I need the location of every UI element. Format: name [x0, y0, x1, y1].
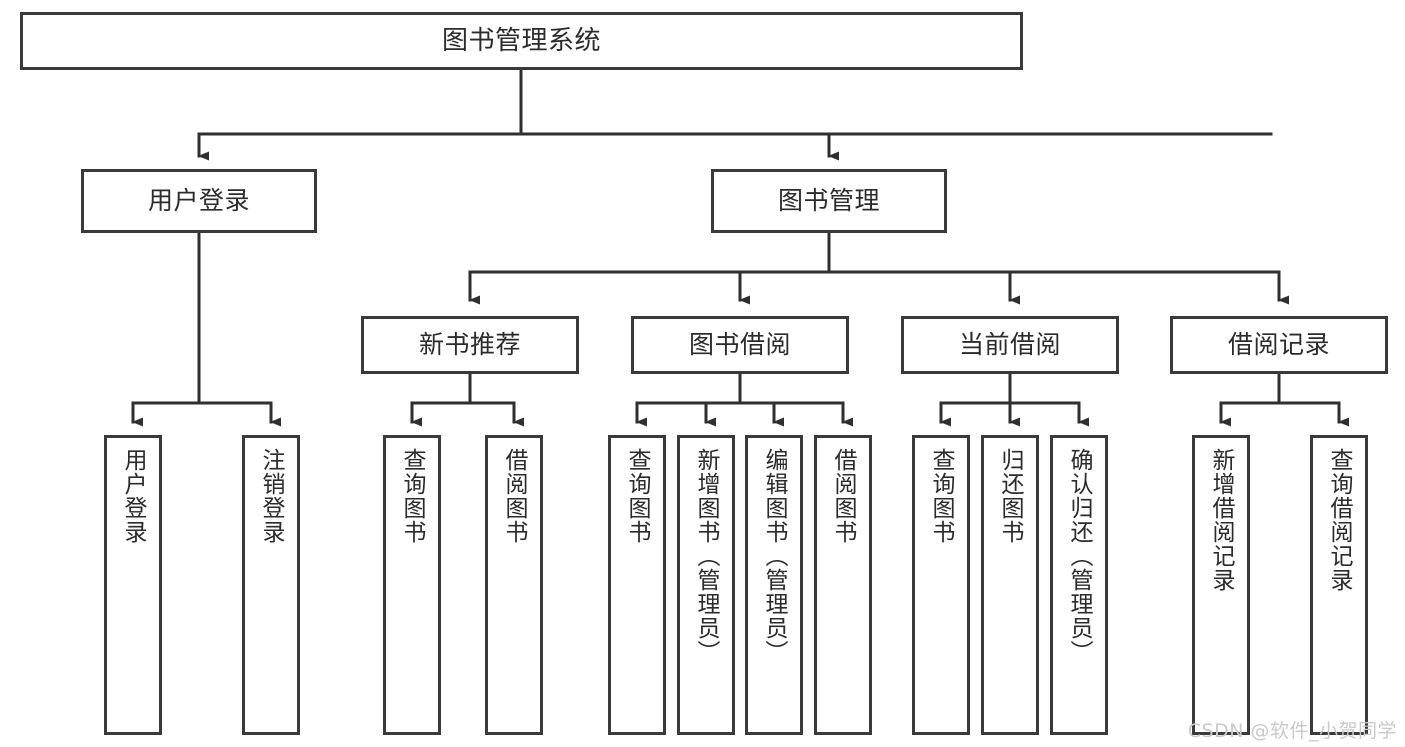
node-label: 注销登录	[258, 448, 285, 544]
node-borrow-records[interactable]: 借阅记录	[1170, 316, 1388, 374]
leaf-book-borrow-add-admin[interactable]: 新增图书（管理员）	[677, 435, 735, 735]
node-current-borrow[interactable]: 当前借阅	[901, 316, 1119, 374]
node-label: 新增图书（管理员）	[693, 448, 720, 664]
node-book-borrow[interactable]: 图书借阅	[631, 316, 849, 374]
node-label: 用户登录	[120, 448, 147, 544]
node-label: 新增借阅记录	[1208, 448, 1235, 592]
node-label: 归还图书	[997, 448, 1024, 544]
node-book-management[interactable]: 图书管理	[711, 169, 947, 233]
node-label: 查询图书	[928, 448, 955, 544]
leaf-new-book-borrow[interactable]: 借阅图书	[485, 435, 543, 735]
node-label: 借阅图书	[830, 448, 857, 544]
node-label: 借阅图书	[501, 448, 528, 544]
node-label: 确认归还（管理员）	[1066, 448, 1093, 664]
node-label: 图书管理系统	[441, 25, 601, 56]
node-label: 用户登录	[147, 186, 250, 216]
leaf-borrow-record-query[interactable]: 查询借阅记录	[1310, 435, 1368, 735]
node-label: 图书管理	[777, 186, 880, 216]
leaf-book-borrow-query[interactable]: 查询图书	[608, 435, 666, 735]
node-label: 新书推荐	[418, 330, 521, 360]
leaf-new-book-query[interactable]: 查询图书	[383, 435, 441, 735]
node-label: 查询图书	[624, 448, 651, 544]
leaf-current-borrow-query[interactable]: 查询图书	[912, 435, 970, 735]
leaf-current-borrow-return[interactable]: 归还图书	[981, 435, 1039, 735]
watermark-text: CSDN @软件_小贺同学	[1187, 720, 1397, 742]
node-root-system[interactable]: 图书管理系统	[20, 12, 1023, 70]
node-label: 当前借阅	[958, 330, 1061, 360]
node-label: 编辑图书（管理员）	[761, 448, 788, 664]
leaf-user-login-signout[interactable]: 注销登录	[242, 435, 300, 735]
leaf-current-borrow-confirm-admin[interactable]: 确认归还（管理员）	[1050, 435, 1108, 735]
leaf-book-borrow-borrow[interactable]: 借阅图书	[814, 435, 872, 735]
node-label: 查询借阅记录	[1326, 448, 1353, 592]
leaf-user-login-signin[interactable]: 用户登录	[104, 435, 162, 735]
node-new-book-recommend[interactable]: 新书推荐	[361, 316, 579, 374]
node-label: 查询图书	[399, 448, 426, 544]
leaf-book-borrow-edit-admin[interactable]: 编辑图书（管理员）	[745, 435, 803, 735]
node-label: 图书借阅	[688, 330, 791, 360]
leaf-borrow-record-add[interactable]: 新增借阅记录	[1192, 435, 1250, 735]
node-user-login[interactable]: 用户登录	[81, 169, 317, 233]
node-label: 借阅记录	[1227, 330, 1330, 360]
